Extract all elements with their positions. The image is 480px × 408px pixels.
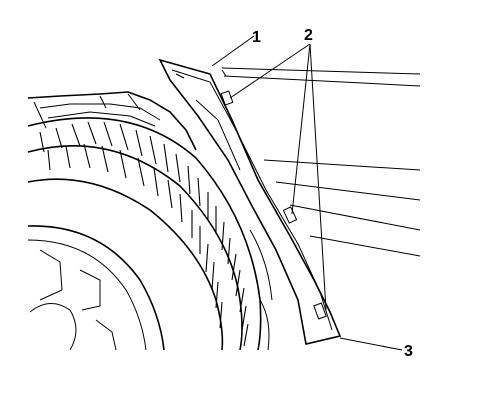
wheel-opening-flare — [158, 58, 342, 345]
wheel-rim — [27, 225, 165, 351]
leader-lines — [211, 35, 403, 351]
callout-1: 1 — [252, 29, 261, 46]
tire — [27, 117, 273, 351]
retainer-slot-middle — [282, 206, 298, 224]
callout-3: 3 — [404, 343, 413, 360]
callout-2: 2 — [304, 27, 313, 44]
retainer-slot-upper — [220, 90, 234, 106]
retainer-slot-lower — [313, 302, 327, 320]
body-panel-lines — [221, 67, 421, 257]
wheel-well-liner — [27, 91, 197, 151]
